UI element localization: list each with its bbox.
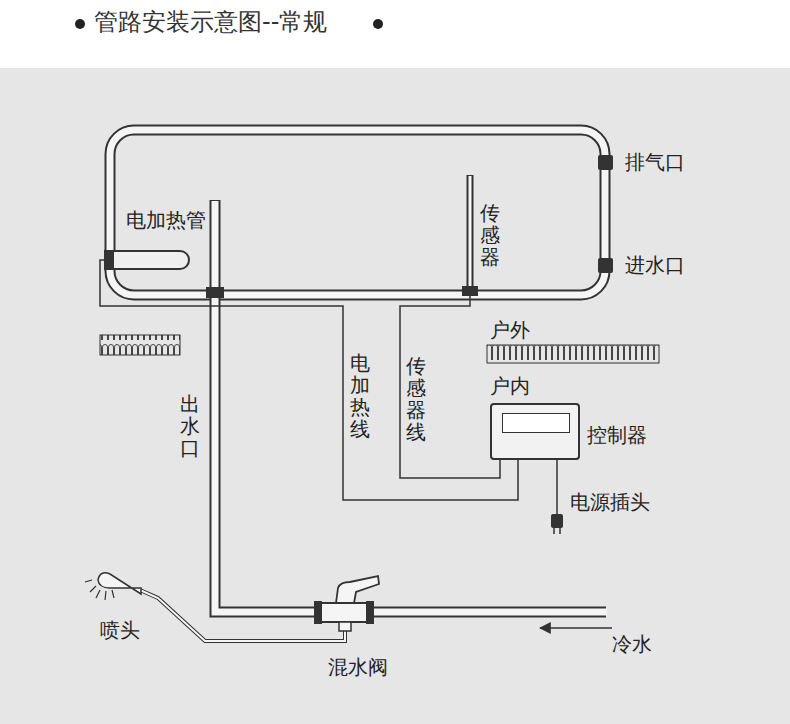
title-bullet: [373, 19, 383, 29]
wire-connector: [100, 260, 518, 500]
wire-connector: [400, 294, 500, 478]
node-label: 传感器: [480, 202, 500, 268]
tank-pipe-inner: [110, 130, 605, 295]
outlet-label: 出水口: [180, 393, 200, 459]
wall-band: [487, 345, 659, 363]
indoor-label: 户内: [490, 374, 530, 398]
node-label: 电加热管: [126, 208, 206, 232]
plug-pins: [554, 528, 560, 534]
outdoor-label: 户外: [490, 318, 530, 342]
tank-pipe: [110, 130, 605, 295]
pipe-fitting: [206, 287, 224, 298]
inlet-label: 进水口: [625, 253, 685, 277]
mixing-valve: [318, 603, 370, 622]
controller-box: 控制器: [490, 403, 580, 460]
controller-display: [502, 413, 570, 433]
vent-label: 排气口: [625, 150, 685, 174]
valve-label: 混水阀: [328, 655, 388, 679]
heater-tube: 电加热管: [112, 250, 190, 270]
shower-hose: [140, 590, 345, 641]
power-plug: [551, 514, 563, 528]
sensor-probe: 传感器: [466, 172, 506, 294]
wire-label: 电加热线: [350, 352, 370, 440]
power-wire: [556, 460, 558, 514]
flow-arrow: [540, 627, 612, 629]
cold-water-label: 冷水: [612, 632, 652, 656]
node-label: 控制器: [587, 423, 647, 447]
shower-label: 喷头: [100, 618, 140, 642]
shower-spray: [85, 580, 114, 600]
diagram-title: 管路安装示意图--常规: [94, 8, 327, 37]
shower-head: [98, 573, 141, 594]
valve-nut: [366, 601, 374, 624]
outlet-pipe-inner: [215, 201, 607, 612]
shower-hose-inner: [140, 590, 345, 641]
inlet-fitting: [598, 258, 613, 273]
valve-handle: [336, 576, 379, 603]
plug-label: 电源插头: [570, 490, 650, 514]
sensor-rod-inner: [469, 176, 472, 290]
valve-nipple: [339, 622, 351, 631]
vent-fitting: [598, 155, 613, 170]
wire-label: 传感器线: [406, 355, 426, 443]
wall-band: [100, 335, 180, 355]
outlet-pipe: [215, 200, 606, 612]
valve-nut: [314, 601, 322, 624]
sensor-rod: [467, 175, 474, 292]
title-bullet: [75, 19, 85, 29]
